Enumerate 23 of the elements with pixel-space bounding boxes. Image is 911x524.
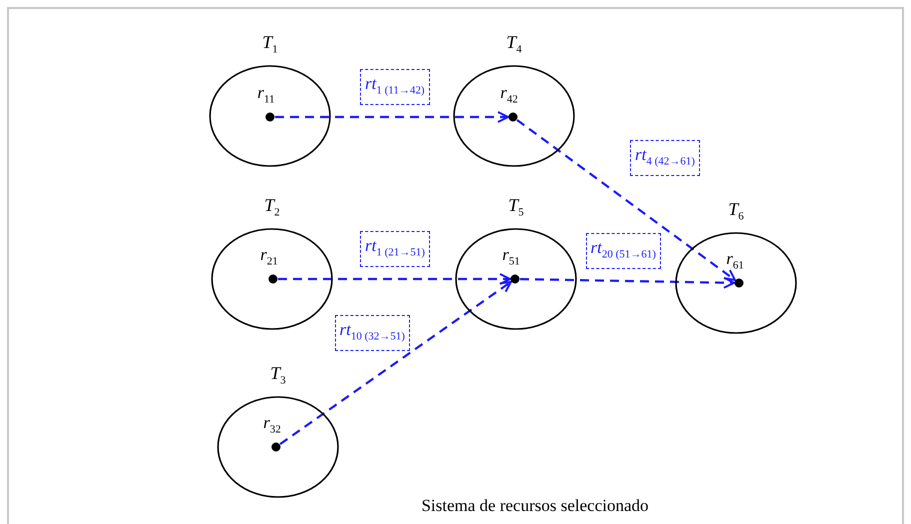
set-heading: T$_{6}$: [727, 198, 745, 225]
point-label: r$_{21}$: [259, 245, 279, 270]
caption: Sistema de recursos seleccionado: [421, 496, 649, 515]
set-heading: T$_{5}$: [507, 194, 525, 221]
set-heading: T$_{3}$: [269, 362, 287, 389]
dashed-arrow: [279, 280, 512, 446]
edge-label: rt$_{4 (42→61)}$: [630, 140, 700, 176]
dashed-arrow: [516, 119, 736, 282]
point-label: r$_{51}$: [501, 245, 521, 270]
point-label: r$_{61}$: [725, 249, 745, 274]
edge-label: rt$_{20 (51→61)}$: [586, 233, 661, 270]
edge-label: rt$_{10 (32→51)}$: [334, 315, 410, 352]
edge-label: rt$_{1 (11→42)}$: [360, 69, 430, 106]
dashed-arrow: [278, 273, 511, 285]
point-label: r$_{32}$: [262, 413, 282, 438]
edge-label: rt$_{1 (21→51)}$: [360, 231, 430, 268]
point-label: r$_{11}$: [256, 83, 276, 108]
point-label: r$_{42}$: [499, 83, 519, 108]
dashed-arrow: [275, 111, 509, 123]
set-heading: T$_{2}$: [263, 194, 281, 221]
dashed-arrow: [520, 276, 735, 289]
set-heading: T$_{4}$: [505, 31, 523, 58]
set-heading: T$_{1}$: [261, 31, 279, 58]
